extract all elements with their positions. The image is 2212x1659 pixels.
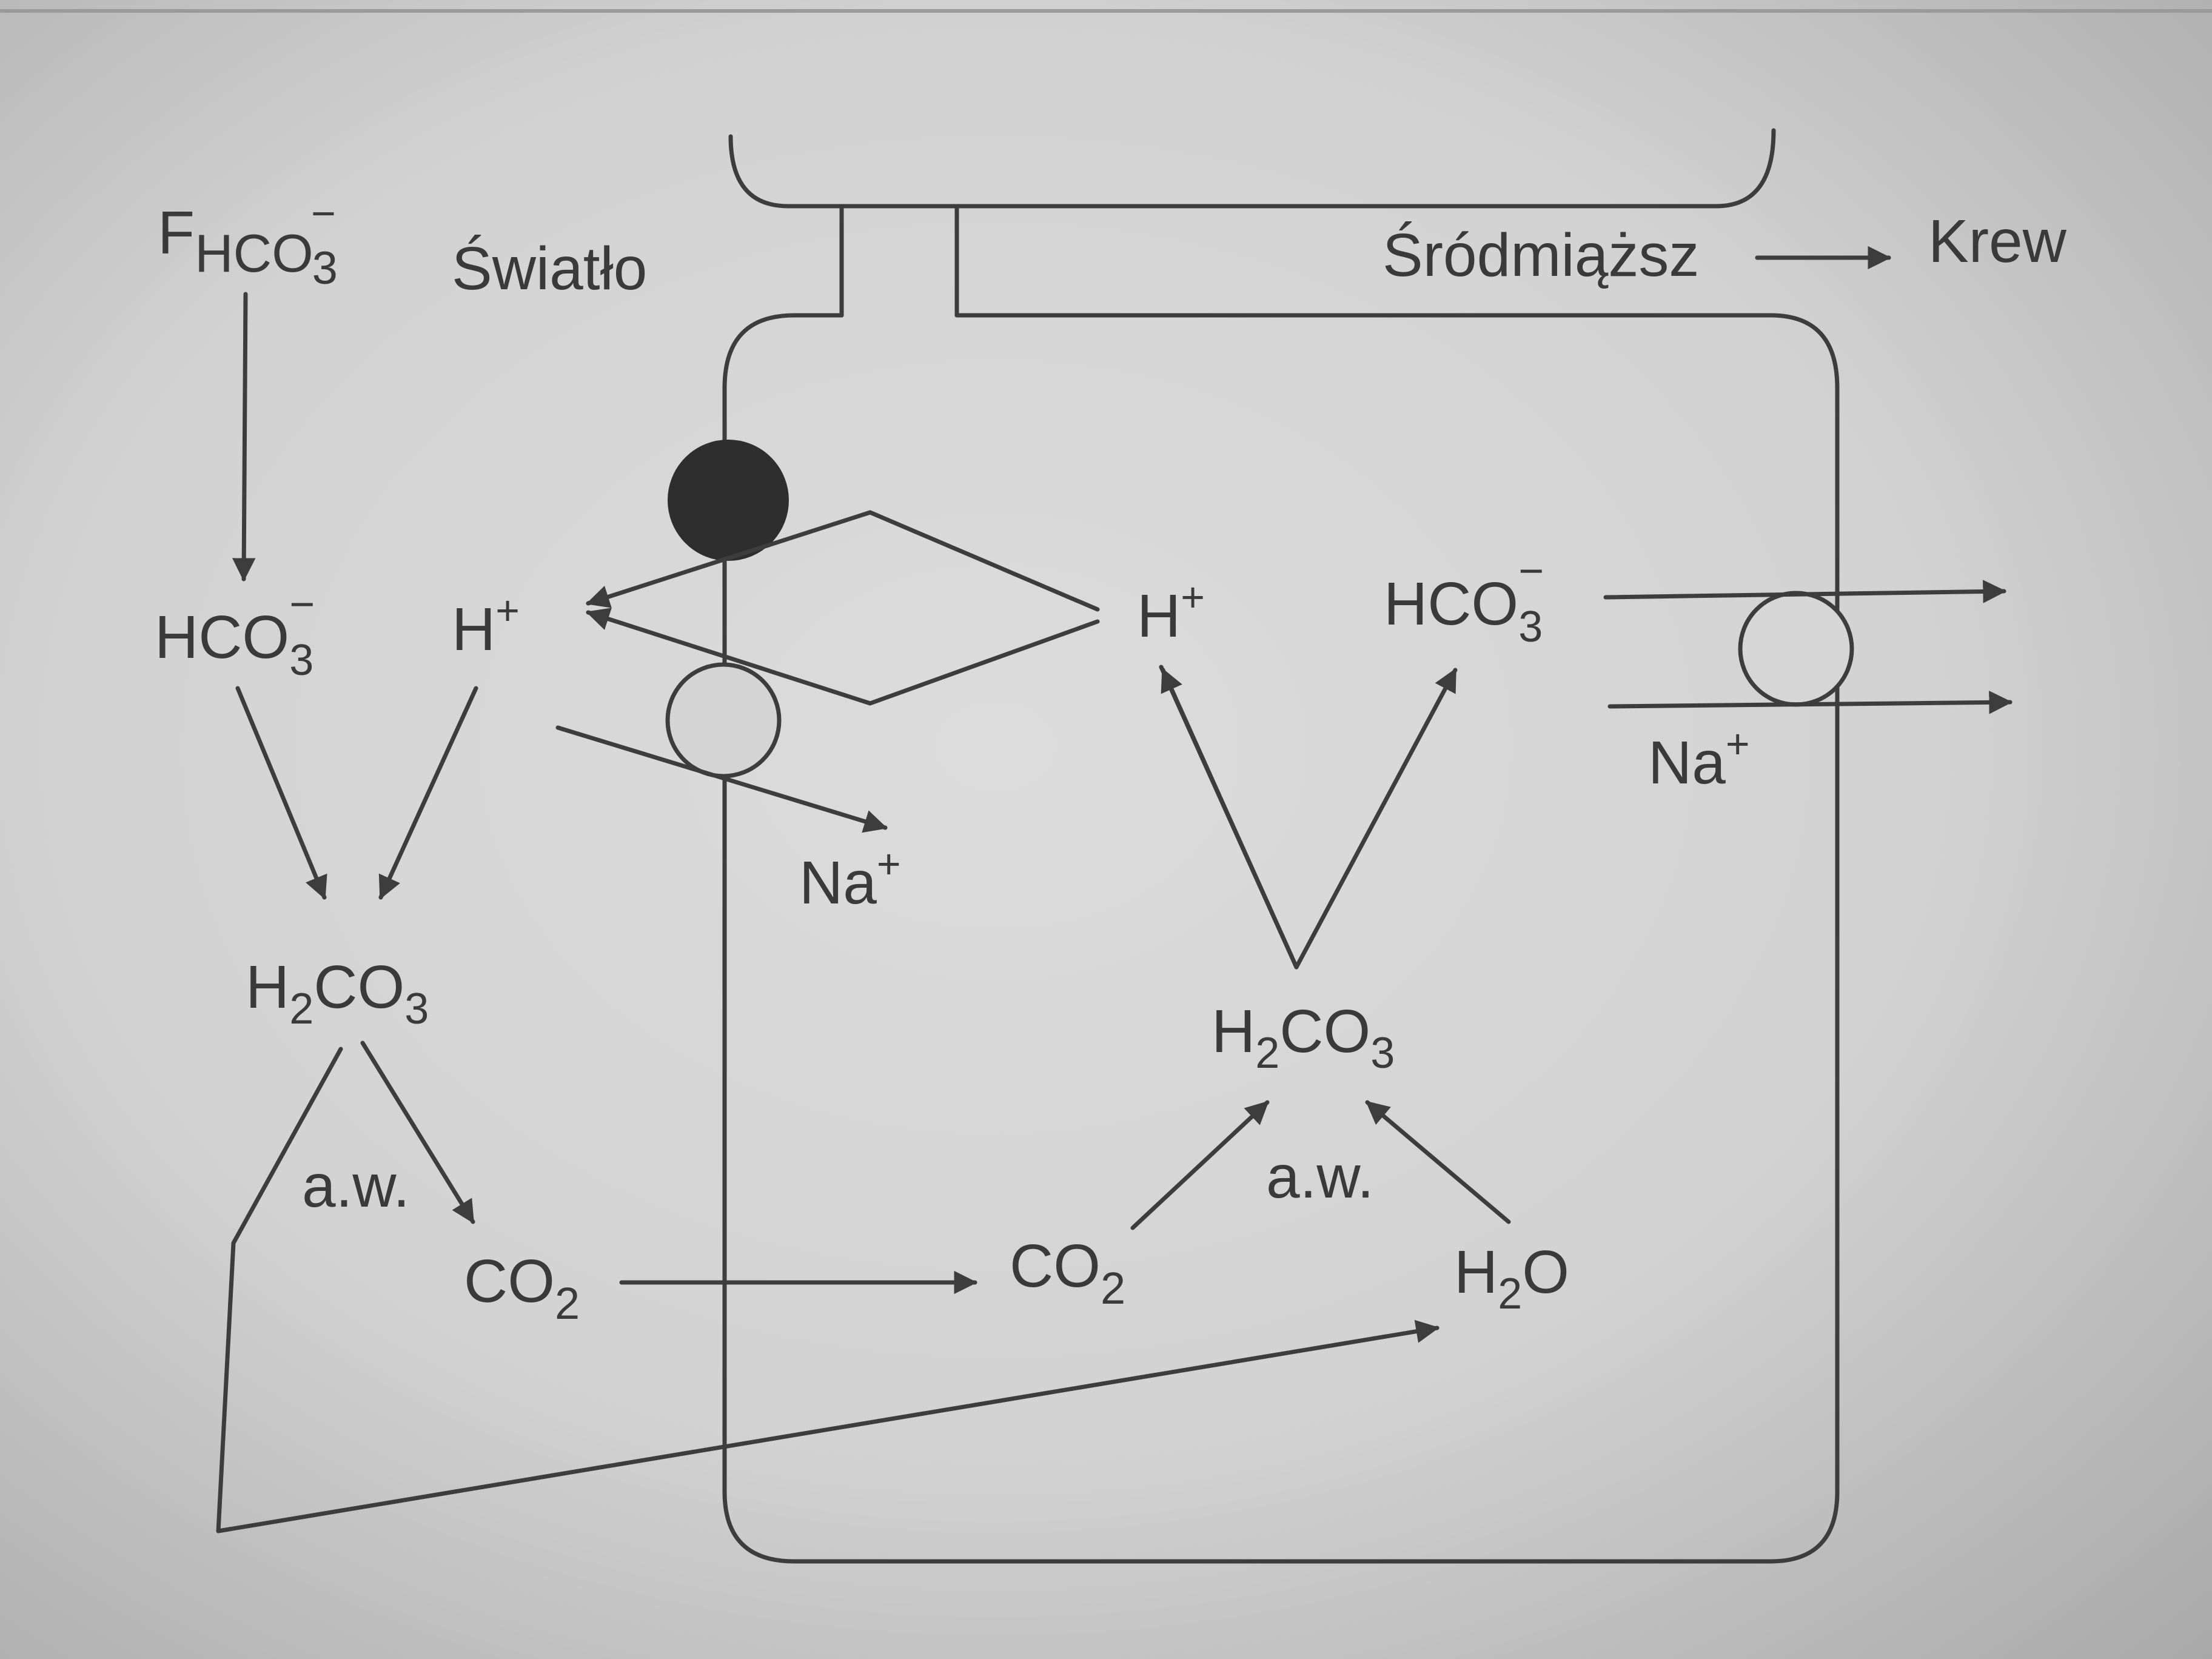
h-to-h2co3-arrow	[378, 686, 478, 900]
na-exit-arrow	[1607, 691, 2013, 714]
h2co3-dissociation-arrows	[1159, 665, 1458, 970]
co2-lumen-label: CO2	[464, 1247, 580, 1329]
na-h-exchanger	[665, 662, 782, 779]
h2o-to-h2co3-arrow	[1365, 1100, 1511, 1224]
lumen-bracket	[728, 128, 1776, 209]
water-reabsorption-arrow	[216, 1047, 1439, 1533]
filtered-hco3-label: FHCO3−	[158, 190, 338, 294]
co2-cell-label: CO2	[1010, 1232, 1125, 1313]
hco3-exit-arrow	[1603, 580, 2006, 603]
h-lumen-label: H+	[452, 588, 520, 663]
h2co3-cell-label: H2CO3	[1212, 997, 1395, 1078]
na-hco3-cotransporter	[1738, 591, 1854, 707]
h2co3-to-h-arrow	[1161, 668, 1299, 970]
proton-pump	[668, 440, 789, 561]
filtered-hco3-arrow	[232, 292, 256, 581]
na-basolateral-label: Na+	[1648, 721, 1750, 797]
h2co3-lumen-label: H2CO3	[246, 953, 429, 1033]
carbonic-anhydrase-cell-label: a.w.	[1266, 1143, 1374, 1211]
lumen-label: Światło	[452, 235, 647, 303]
hco3-lumen-label: HCO3−	[155, 580, 315, 685]
interstitium-label: Śródmiąższ	[1382, 221, 1699, 289]
h2co3-to-co2-arrow	[360, 1041, 475, 1224]
carbonic-anhydrase-lumen-label: a.w.	[302, 1152, 410, 1220]
blood-label: Krew	[1928, 207, 2067, 275]
hco3-to-h2co3-arrow	[235, 686, 327, 900]
h-cell-label: H+	[1137, 574, 1205, 650]
h2o-cell-label: H2O	[1454, 1238, 1569, 1318]
h-secretion-arrow-lower	[586, 608, 1100, 706]
h-secretion-arrow-upper	[586, 510, 1100, 612]
tubular-cell-outline	[722, 313, 1840, 1564]
na-entry-arrow	[555, 725, 888, 833]
na-apical-label: Na+	[799, 841, 901, 917]
co2-to-h2co3-arrow	[1130, 1100, 1270, 1230]
hco3-cell-label: HCO3−	[1384, 547, 1544, 651]
